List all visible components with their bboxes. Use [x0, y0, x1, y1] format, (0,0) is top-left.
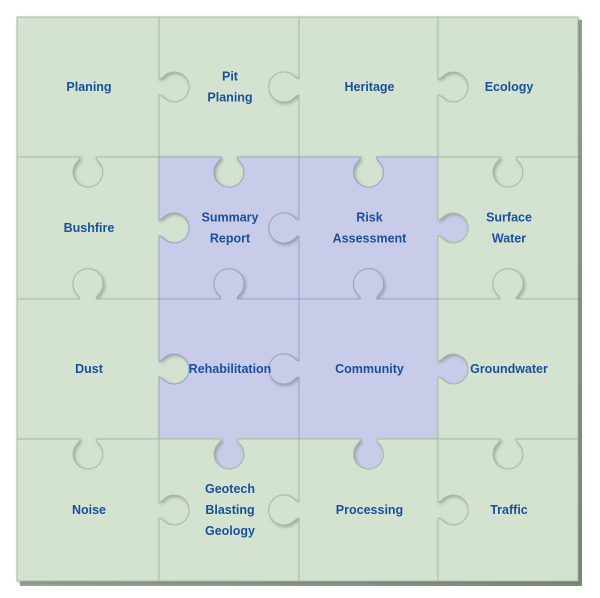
piece-label-dust: Dust: [75, 362, 104, 376]
piece-label-line: Risk: [356, 211, 382, 225]
piece-label-line: Report: [210, 232, 251, 246]
piece-label-line: Community: [335, 362, 404, 376]
piece-label-processing: Processing: [336, 503, 403, 517]
piece-label-line: Blasting: [205, 503, 254, 517]
piece-label-line: Planing: [207, 91, 252, 105]
piece-label-line: Geology: [205, 524, 255, 538]
piece-label-line: Pit: [222, 70, 239, 84]
piece-label-ecology: Ecology: [485, 80, 534, 94]
piece-label-line: Dust: [75, 362, 104, 376]
piece-label-line: Geotech: [205, 482, 255, 496]
piece-label-groundwater: Groundwater: [470, 362, 548, 376]
piece-label-line: Planing: [66, 80, 111, 94]
puzzle-piece-traffic: [437, 438, 579, 582]
puzzle-piece-shape: [437, 438, 579, 582]
piece-label-noise: Noise: [72, 503, 106, 517]
piece-label-planing: Planing: [66, 80, 111, 94]
piece-label-line: Water: [492, 232, 526, 246]
piece-label-line: Ecology: [485, 80, 534, 94]
piece-label-line: Summary: [202, 211, 259, 225]
piece-label-line: Bushfire: [64, 221, 115, 235]
piece-label-line: Assessment: [333, 232, 407, 246]
piece-label-line: Heritage: [344, 80, 394, 94]
piece-label-traffic: Traffic: [490, 503, 528, 517]
piece-label-bushfire: Bushfire: [64, 221, 115, 235]
piece-label-line: Traffic: [490, 503, 528, 517]
piece-label-line: Processing: [336, 503, 403, 517]
piece-label-line: Rehabilitation: [189, 362, 272, 376]
piece-label-line: Groundwater: [470, 362, 548, 376]
piece-label-heritage: Heritage: [344, 80, 394, 94]
piece-label-line: Noise: [72, 503, 106, 517]
piece-label-rehabilitation: Rehabilitation: [189, 362, 272, 376]
piece-label-line: Surface: [486, 211, 532, 225]
piece-label-community: Community: [335, 362, 404, 376]
